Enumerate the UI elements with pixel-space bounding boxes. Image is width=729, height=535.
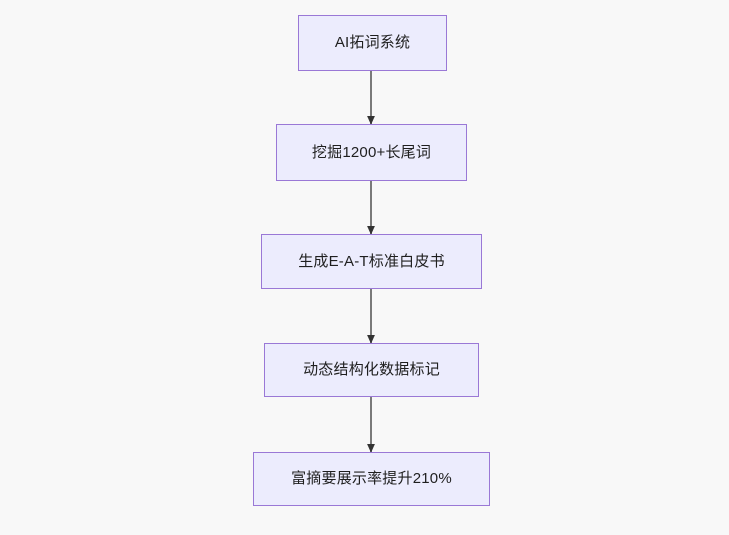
- node-label: AI拓词系统: [334, 34, 411, 51]
- flowchart-node-ai-keyword-system[interactable]: AI拓词系统: [298, 15, 447, 71]
- node-label: 生成E-A-T标准白皮书: [298, 252, 445, 270]
- flowchart-node-mine-longtail-keywords[interactable]: 挖掘1200+长尾词: [276, 124, 467, 181]
- node-label: 挖掘1200+长尾词: [311, 143, 432, 161]
- node-label: 富摘要展示率提升210%: [291, 470, 452, 487]
- node-label: 动态结构化数据标记: [303, 361, 440, 378]
- flowchart-node-generate-eat-whitepaper[interactable]: 生成E-A-T标准白皮书: [261, 234, 482, 289]
- flowchart-node-dynamic-structured-data-markup[interactable]: 动态结构化数据标记: [264, 343, 479, 397]
- flowchart-node-rich-snippet-rate-increase[interactable]: 富摘要展示率提升210%: [253, 452, 490, 506]
